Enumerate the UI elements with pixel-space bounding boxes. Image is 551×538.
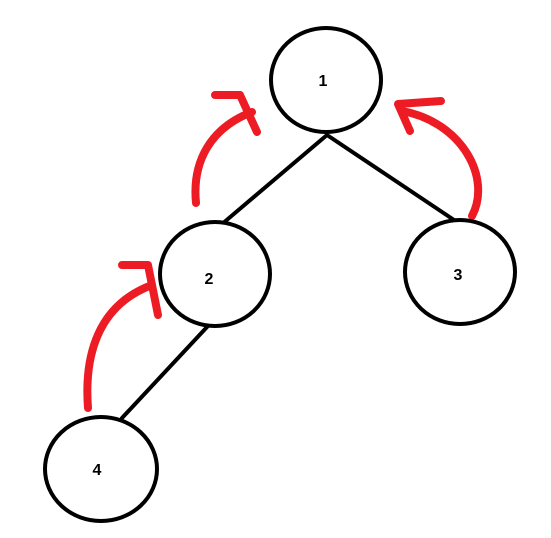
node-3-circle — [403, 218, 517, 326]
edge-1-3 — [325, 133, 459, 224]
edge-2-4 — [120, 325, 209, 420]
node-3-label: 3 — [454, 267, 463, 284]
edges-group — [120, 133, 459, 420]
nodes-group: 1 2 3 4 — [43, 26, 517, 523]
arrows-group — [83, 91, 483, 412]
node-1-label: 1 — [319, 73, 328, 90]
arrow-4-to-2 — [83, 261, 162, 412]
arrow-2-to-1 — [191, 91, 261, 207]
node-1: 1 — [269, 26, 383, 134]
arrow-3-to-1 — [394, 97, 483, 220]
node-1-circle — [269, 26, 383, 134]
arrow-3-to-1-head — [394, 97, 445, 135]
node-4-label: 4 — [93, 462, 102, 479]
node-4: 4 — [43, 415, 159, 523]
arrow-3-to-1-shaft — [398, 107, 483, 220]
node-2-label: 2 — [205, 271, 214, 288]
arrow-2-to-1-head — [211, 91, 261, 136]
arrow-4-to-2-head — [118, 261, 162, 319]
node-4-circle — [43, 415, 159, 523]
arrow-4-to-2-shaft — [83, 281, 156, 412]
arrow-2-to-1-shaft — [191, 108, 256, 207]
node-3: 3 — [403, 218, 517, 326]
edge-1-2 — [220, 133, 329, 226]
node-2: 2 — [158, 220, 272, 328]
node-2-circle — [158, 220, 272, 328]
